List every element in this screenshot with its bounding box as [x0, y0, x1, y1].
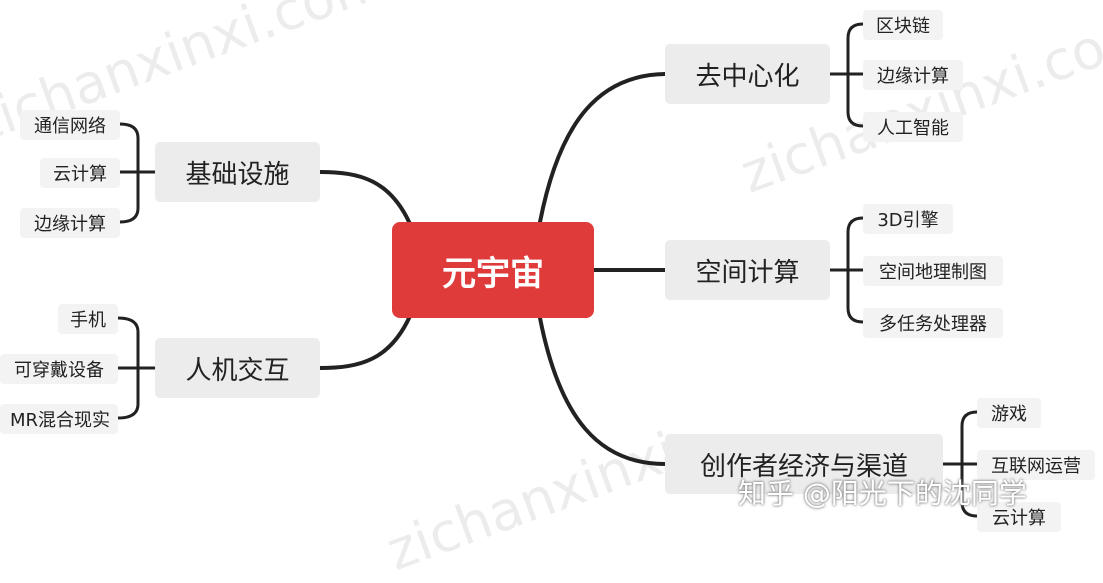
leaf-phone[interactable]: 手机	[58, 304, 118, 334]
leaf-spatial-mapping[interactable]: 空间地理制图	[863, 256, 1003, 286]
leaf-multitask-processor[interactable]: 多任务处理器	[863, 308, 1003, 338]
branch-creator-economy[interactable]: 创作者经济与渠道	[665, 434, 943, 494]
leaf-communication-network[interactable]: 通信网络	[20, 110, 120, 140]
leaf-internet-operations[interactable]: 互联网运营	[977, 450, 1095, 480]
author-credit: 知乎 @阳光下的沈同学	[738, 477, 1027, 510]
leaf-cloud-computing-left[interactable]: 云计算	[40, 158, 120, 188]
branch-spatial-computing[interactable]: 空间计算	[665, 240, 830, 300]
leaf-blockchain[interactable]: 区块链	[863, 10, 943, 40]
branch-decentralization[interactable]: 去中心化	[665, 44, 830, 104]
leaf-3d-engine[interactable]: 3D引擎	[863, 204, 953, 234]
leaf-edge-computing-left[interactable]: 边缘计算	[20, 208, 120, 238]
root-node[interactable]: 元宇宙	[392, 222, 594, 318]
mind-map-connectors	[117, 22, 978, 518]
branch-infrastructure[interactable]: 基础设施	[155, 142, 320, 202]
leaf-ai[interactable]: 人工智能	[863, 112, 963, 142]
connector-creator-leaves	[943, 410, 978, 518]
leaf-edge-computing[interactable]: 边缘计算	[863, 60, 963, 90]
connector-root-decentralization	[538, 72, 667, 224]
leaf-games[interactable]: 游戏	[977, 398, 1041, 428]
leaf-wearables[interactable]: 可穿戴设备	[0, 354, 118, 384]
connector-hci-leaves	[117, 316, 155, 420]
connector-root-creator	[538, 316, 667, 466]
leaf-cloud-computing-right[interactable]: 云计算	[977, 502, 1061, 532]
branch-hci[interactable]: 人机交互	[155, 338, 320, 398]
connector-decentralization-leaves	[830, 22, 864, 128]
connector-spatial-leaves	[830, 216, 864, 324]
connector-infrastructure-leaves	[119, 122, 155, 224]
leaf-mixed-reality[interactable]: MR混合现实	[0, 404, 118, 434]
connector-root-hci	[318, 314, 412, 370]
connector-root-infrastructure	[318, 170, 412, 226]
